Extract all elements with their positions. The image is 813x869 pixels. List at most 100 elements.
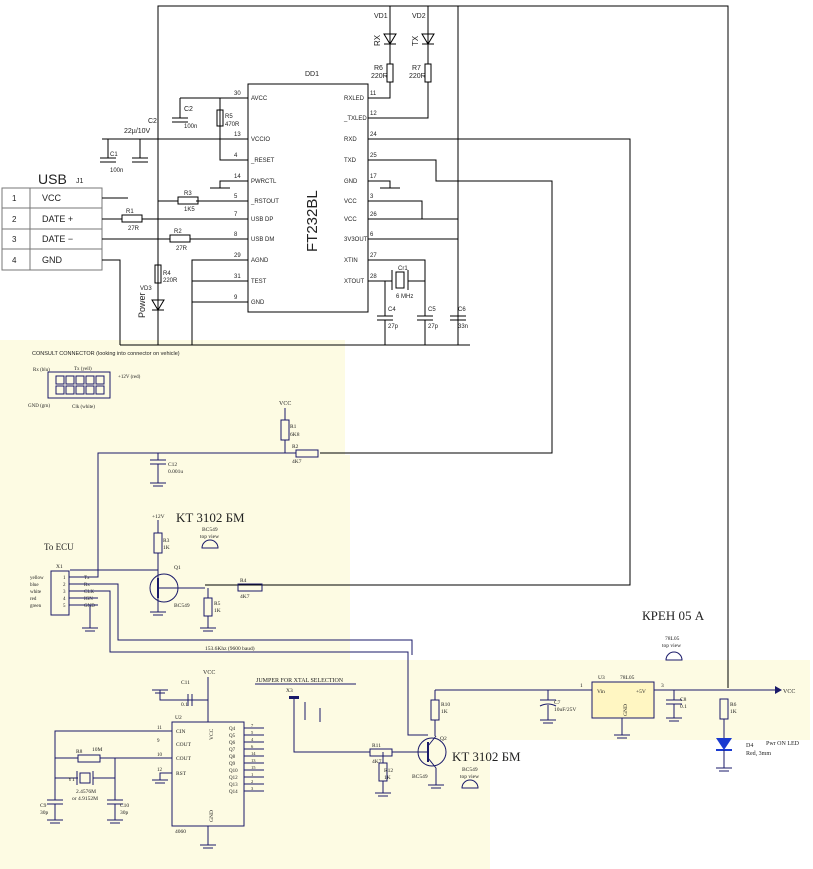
y1-alt-value: or 4.9152M [72,796,98,802]
rx-led-label: RX [373,34,382,46]
bottom-r1-value: 6K8 [290,432,300,438]
chip-right-pin-name: _TXLED [343,116,367,122]
c10-label: C10 [120,803,129,809]
chip-left-pin-num: 30 [234,91,241,97]
lower-panel-bg-3 [0,660,810,740]
u2-left-pin-num: 9 [157,739,160,744]
consult-connector: CONSULT CONNECTOR (looking into connecto… [28,351,180,410]
c7-label: C7 [554,700,561,706]
c2-small-label: C2 [184,106,193,113]
chip-left-pin-name: PWRCTL [251,179,277,185]
chip-left-pin-name: VCCIO [251,137,270,143]
c8-label: C8 [680,697,687,703]
u2-gnd-label: GND [209,810,215,822]
baud-label: 153.6Khz (9600 baud) [205,645,255,652]
q1-label: Q1 [174,565,181,571]
u2-left-pin-name: COUT [176,756,192,762]
chip-right-pin-name: XTOUT [344,279,365,285]
chip-right-pin-name: XTIN [344,258,358,264]
c5-value: 27p [428,324,439,330]
consult-title: CONSULT CONNECTOR (looking into connecto… [32,351,180,357]
u2-left-pin-name: CIN [176,729,186,735]
c8-value: 0.1 [680,704,687,710]
c7-value: 10uF/25V [554,707,576,713]
jumper-x3-icon[interactable] [289,696,299,699]
usb-pin-num: 2 [12,215,17,224]
usb-pin-num: 3 [12,235,17,244]
r10-value: 1K [441,709,448,715]
x1-signal: Rx [84,583,90,588]
chip-right-pin-num: 25 [370,153,377,159]
c11-label: C11 [181,680,190,686]
u2-vcc-label: VCC [209,728,215,740]
r2-label: R2 [174,229,182,235]
c9-label: C9 [40,803,47,809]
bottom-r4-value: 4K7 [240,594,250,600]
u2-right-pin-name: Q4 [229,727,236,732]
x1-pin-num: 5 [63,604,66,609]
vcc-label: VCC [279,401,291,407]
c2-big-label: C2 [148,118,157,125]
r1-value: 27R [128,226,140,232]
reg-sub-label: top view [662,643,681,649]
c2-big-value: 22µ/10V [124,128,151,135]
y1-label: Y1 [68,777,75,783]
kt3102-top-label: KT 3102 БМ [176,510,245,525]
tx-yell-label: Tx (yell) [74,367,92,372]
u3-regulator-body [591,681,655,719]
usb-label: USB [38,171,67,187]
r7-label: R7 [412,65,421,72]
chip-right-pin-num: 11 [370,91,377,97]
r3-label: R3 [184,191,192,197]
c5-label: C5 [428,307,436,313]
u2-right-pin-name: Q10 [229,769,238,774]
reg-gnd-label: GND [623,704,629,716]
v12-label: +12V [152,514,165,520]
reg-pin1: 1 [580,683,583,689]
u2-right-pin-num: 15 [251,765,256,770]
kren-label: КРЕН 05 А [642,608,705,623]
clk-white-label: Clk (white) [72,405,95,410]
bottom-r2-label: R2 [292,444,299,450]
chip-right-pin-num: 17 [370,174,377,180]
vd2-label: VD2 [412,13,426,20]
chip-left-pin-num: 13 [234,132,241,138]
c9-value: 30p [40,810,49,816]
chip-right-pin-num: 27 [370,253,377,259]
vcc-arrow-icon [775,686,782,694]
q2-value: BC549 [412,774,428,780]
r5-label: R5 [225,114,233,120]
u2-right-pin-name: Q8 [229,755,236,760]
chip-left-pin-name: AVCC [251,96,268,102]
chip-left-pin-num: 29 [234,253,241,259]
cr1-label: Cr1 [398,266,408,272]
u2-left-pin-num: 12 [157,768,163,773]
chip-left-pin-name: USB DM [251,237,274,243]
u2-right-pin-name: Q13 [229,783,238,788]
q2-transistor-symbol [417,737,447,767]
bottom-r3-label: R3 [163,538,170,544]
c1-value: 100n [110,168,123,174]
bc549-bottom-label: BC549 [462,767,478,773]
r11-value: 4K7 [372,759,382,765]
u2-left-pin-num: 10 [157,753,163,758]
u2-right-pin-name: Q7 [229,748,236,753]
bc549-top-sub: top view [200,534,219,540]
u3-value: 78L05 [620,675,635,681]
x1-signal: IGN [84,597,93,602]
u2-right-pin-num: 6 [251,744,254,749]
vd3-label: VD3 [140,286,152,292]
chip-left-pin-name: _RESET [250,158,275,164]
u2-right-pin-name: Q6 [229,741,236,746]
crystal-cr1-symbol [395,271,405,289]
vin-label: Vin [597,689,605,695]
q1-stage: KT 3102 БМ +12V R3 1K BC549 top view Q1 … [70,510,263,632]
y1-value: 2.4576M [76,789,96,795]
bottom-r6-label: R6 [730,702,737,708]
x1-signal: CLK [84,590,94,595]
r1-label: R1 [126,209,134,215]
vd1-label: VD1 [374,13,388,20]
reg-pkg-label: 78L05 [665,636,680,642]
chip-right-pin-name: VCC [344,217,357,223]
